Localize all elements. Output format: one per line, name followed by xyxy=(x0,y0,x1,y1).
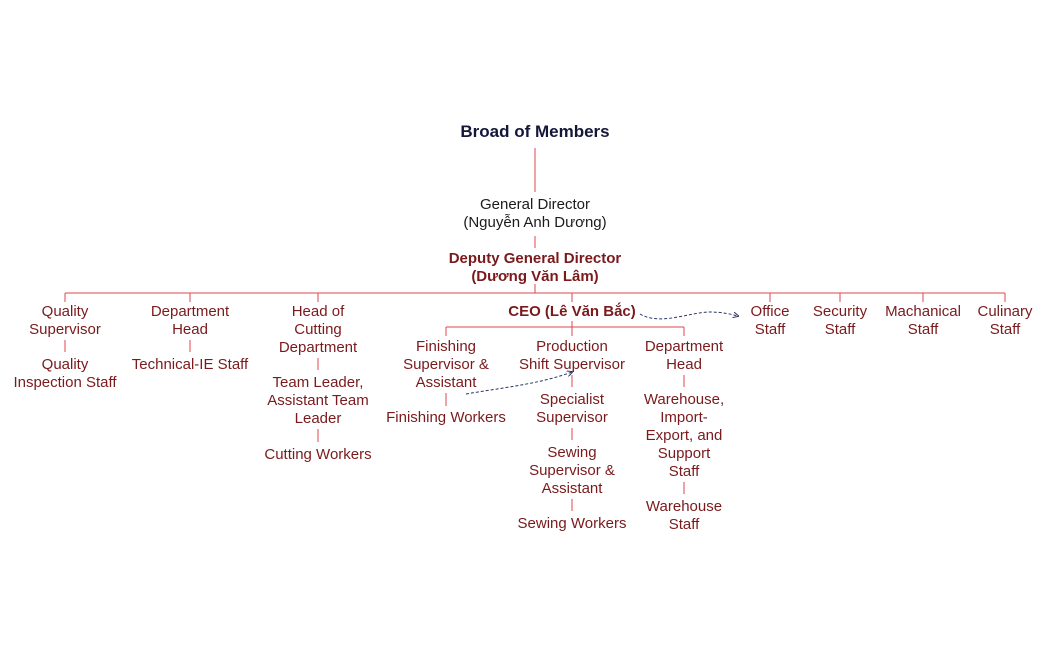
general-director-node: General Director (Nguyễn Anh Dương) xyxy=(463,196,607,231)
team-leader-node: Team Leader, Assistant Team Leader xyxy=(267,374,369,427)
security-staff-node: Security Staff xyxy=(812,303,868,338)
culinary-staff-node: Culinary Staff xyxy=(977,303,1033,338)
sewing-supervisor-node: Sewing Supervisor & Assistant xyxy=(529,444,615,497)
ceo-node: CEO (Lê Văn Bắc) xyxy=(508,303,636,320)
finishing-supervisor-node: Finishing Supervisor & Assistant xyxy=(403,338,489,391)
specialist-supervisor-node: Specialist Supervisor xyxy=(536,391,608,426)
finishing-workers-node: Finishing Workers xyxy=(386,409,506,426)
board-of-members-node: Broad of Members xyxy=(460,122,610,141)
quality-inspection-staff-node: Quality Inspection Staff xyxy=(13,356,117,391)
office-staff-node: Office Staff xyxy=(750,303,790,338)
mechanical-staff-node: Machanical Staff xyxy=(885,303,961,338)
deputy-general-director-node: Deputy General Director (Dương Văn Lâm) xyxy=(448,250,622,285)
sewing-workers-node: Sewing Workers xyxy=(517,515,627,532)
department-head-right-node: Department Head xyxy=(644,338,724,373)
head-of-cutting-node: Head of Cutting Department xyxy=(278,303,358,356)
quality-supervisor-node: Quality Supervisor xyxy=(29,303,101,338)
department-head-left-node: Department Head xyxy=(150,303,230,338)
cutting-workers-node: Cutting Workers xyxy=(264,446,372,463)
warehouse-import-export-node: Warehouse, Import- Export, and Support S… xyxy=(643,391,725,480)
production-shift-supervisor-node: Production Shift Supervisor xyxy=(519,338,625,373)
technical-ie-staff-node: Technical-IE Staff xyxy=(131,356,249,373)
warehouse-staff-node: Warehouse Staff xyxy=(645,498,723,533)
